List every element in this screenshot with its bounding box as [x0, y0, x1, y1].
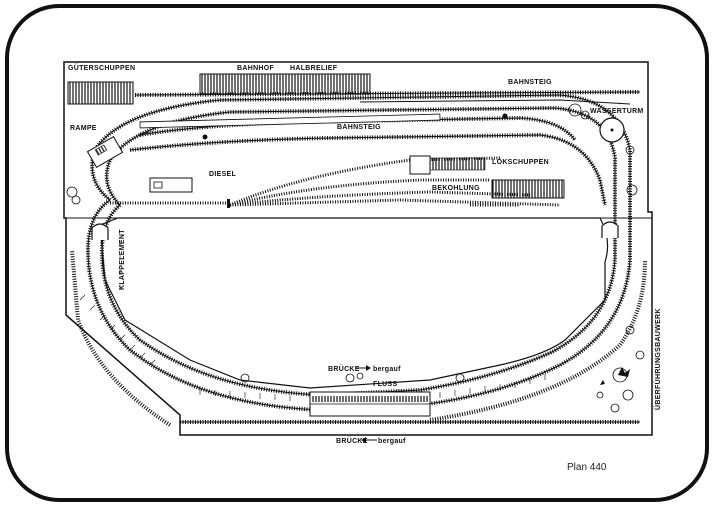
bahnsteig-mid-label: BAHNSTEIG: [337, 124, 381, 131]
bruecke-upper-label: BRÜCKE: [328, 364, 360, 373]
bahnhof-building: [199, 73, 371, 95]
bahnhof-label: BAHNHOF: [237, 65, 275, 72]
gueterschuppen-label: GÜTERSCHUPPEN: [68, 63, 135, 72]
bekohlung-label: BEKOHLUNG: [432, 185, 480, 192]
bekohlung-structure: [409, 155, 431, 175]
klappelement-label: KLAPPELEMENT: [119, 229, 126, 290]
halbrelief-label: HALBRELIEF: [290, 65, 338, 72]
diesel-shed: [149, 177, 193, 193]
platforms: [139, 99, 631, 129]
plan-number: Plan 440: [567, 462, 607, 473]
scenery-rocks: [600, 367, 630, 385]
wasserturm-center: [610, 128, 614, 132]
tunnel-portals: [91, 221, 619, 240]
lokschuppen-label: LOKSCHUPPEN: [492, 159, 549, 166]
coal-bunker: [429, 157, 486, 171]
diesel-shed-detail: [153, 181, 163, 189]
bahnsteig-top-label: BAHNSTEIG: [508, 79, 552, 86]
rampe-structure: [86, 136, 124, 168]
arrow-left-icon: [361, 437, 366, 443]
bruecke-lower-label: BRÜCKE: [336, 436, 368, 445]
fluss-label: FLUSS: [373, 381, 397, 388]
yard-sidings: [110, 156, 561, 207]
river-bridge: [309, 391, 431, 417]
lokschuppen-building: [491, 179, 565, 199]
gueterschuppen-building: [67, 81, 134, 105]
rampe-label: RAMPE: [70, 125, 97, 132]
arrow-right-icon: [366, 365, 371, 371]
diesel-label: DIESEL: [209, 171, 237, 178]
scenery-trees: [66, 103, 645, 413]
bergauf-lower-label: bergauf: [378, 438, 406, 445]
bergauf-upper-label: bergauf: [373, 366, 401, 373]
wasserturm-label: WASSERTURM: [590, 108, 644, 115]
terrain-hatching: [79, 240, 546, 401]
ueberfuehrungsbauwerk-label: ÜBERFÜHRUNGSBAUWERK: [653, 308, 662, 410]
buffer-stops: [202, 113, 508, 208]
